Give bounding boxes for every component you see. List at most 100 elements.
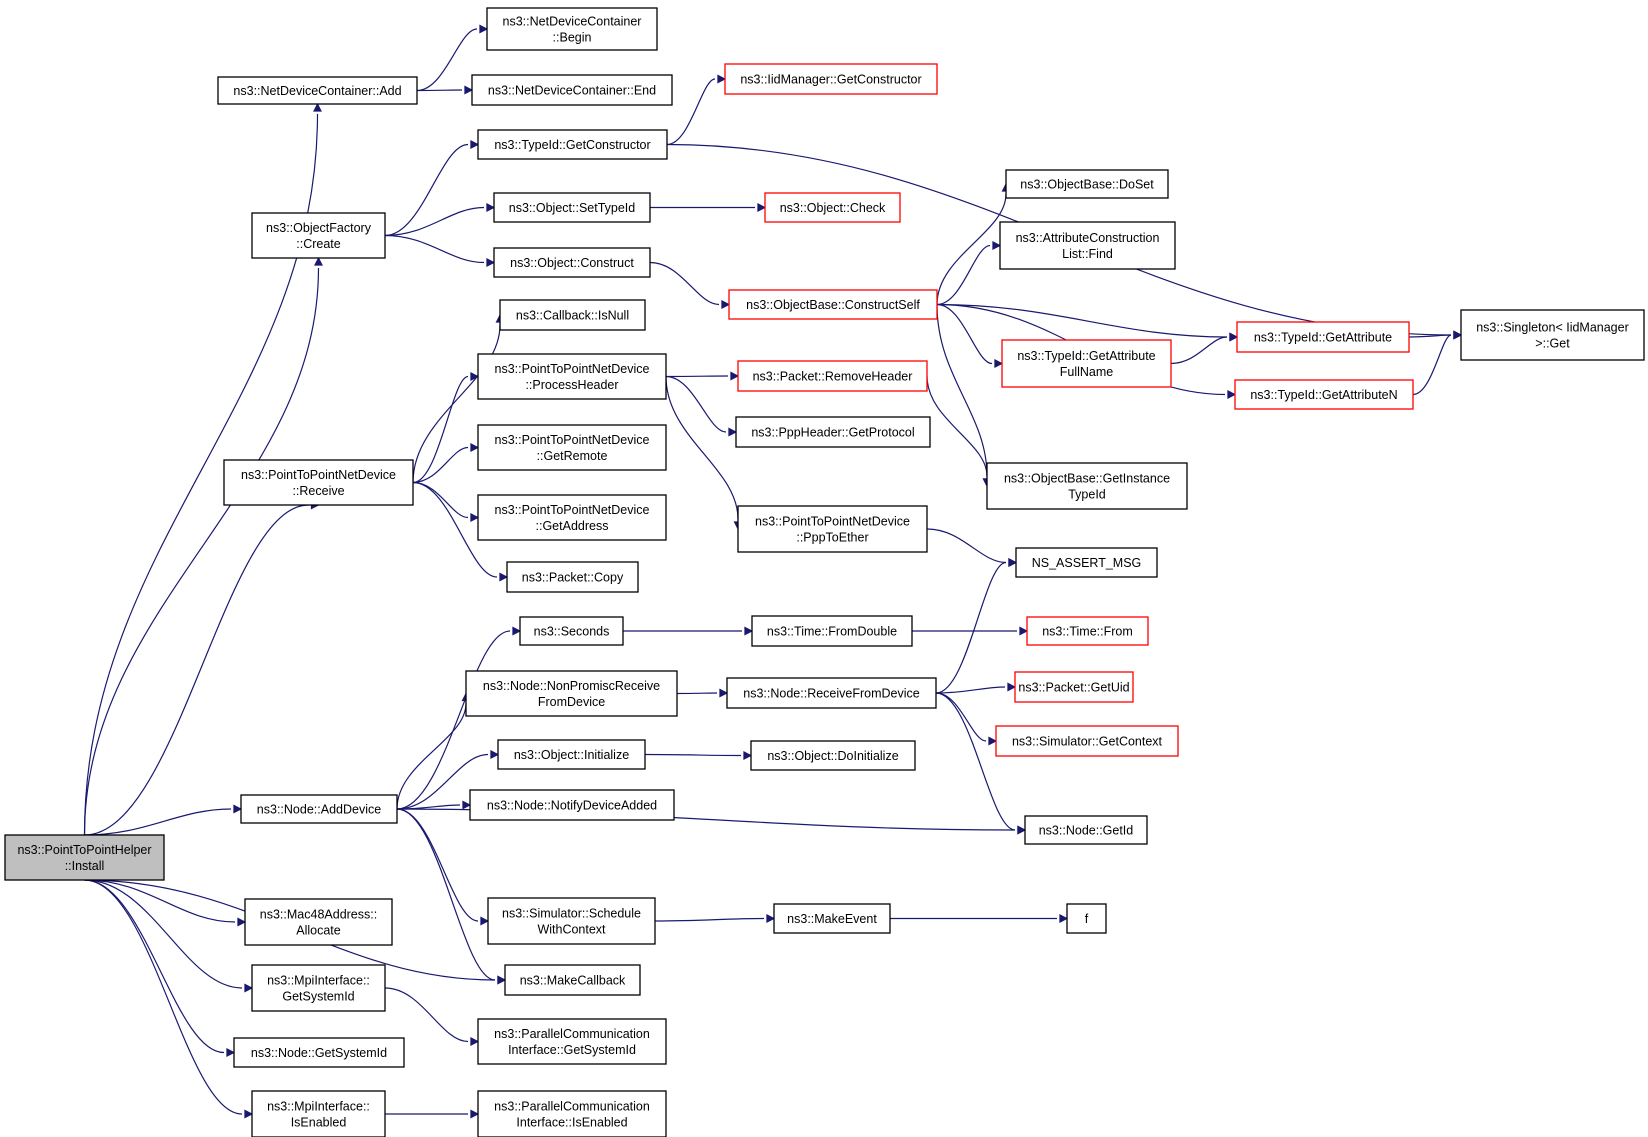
node-box-node_getsystemid (233, 1037, 405, 1068)
node-obj_construct[interactable]: ns3::Object::Construct (493, 247, 651, 278)
node-pci_getsystemid[interactable]: ns3::ParallelCommunicationInterface::Get… (477, 1018, 667, 1065)
edge-p2p_receive-to-p2p_processheader (412, 375, 469, 484)
node-mac48_allocate[interactable]: ns3::Mac48Address::Allocate (244, 898, 393, 946)
node-typeid_getctor[interactable]: ns3::TypeId::GetConstructor (477, 129, 668, 160)
node-singleton_get[interactable]: ns3::Singleton< IidManager>::Get (1460, 309, 1645, 361)
node-pci_isenabled[interactable]: ns3::ParallelCommunicationInterface::IsE… (477, 1090, 667, 1137)
node-sim_getcontext[interactable]: ns3::Simulator::GetContext (995, 725, 1179, 757)
node-box-of_create (251, 212, 386, 259)
arrowhead-mpi_isenabled-to-pci_isenabled (470, 1109, 480, 1119)
node-label-acl_find-0: ns3::AttributeConstruction (1016, 231, 1160, 245)
node-node_receivefromdevice[interactable]: ns3::Node::ReceiveFromDevice (726, 677, 937, 709)
node-p2p_processheader[interactable]: ns3::PointToPointNetDevice::ProcessHeade… (477, 353, 667, 400)
node-box-obj_construct (493, 247, 651, 278)
node-label-p2p_getaddress-0: ns3::PointToPointNetDevice (495, 503, 650, 517)
node-iid_getctor[interactable]: ns3::IidManager::GetConstructor (724, 63, 938, 95)
node-time_from[interactable]: ns3::Time::From (1026, 616, 1149, 646)
node-ndc_add[interactable]: ns3::NetDeviceContainer::Add (217, 76, 418, 105)
node-label-node_adddevice-0: ns3::Node::AddDevice (257, 803, 381, 817)
node-node_getsystemid[interactable]: ns3::Node::GetSystemId (233, 1037, 405, 1068)
node-node_notifydeviceadded[interactable]: ns3::Node::NotifyDeviceAdded (469, 789, 675, 821)
node-label-obj_settypeid-0: ns3::Object::SetTypeId (509, 201, 636, 215)
node-box-makecallback (504, 964, 641, 996)
node-label-node_getid-0: ns3::Node::GetId (1039, 824, 1134, 838)
arrowhead-install-to-node_adddevice (233, 804, 243, 814)
node-obj_doinitialize[interactable]: ns3::Object::DoInitialize (750, 740, 916, 771)
edge-node_nonpromisc-to-node_receivefromdevice (676, 692, 718, 695)
node-ns_assert_msg[interactable]: NS_ASSERT_MSG (1015, 547, 1158, 578)
edge-install-to-of_create (83, 267, 320, 836)
node-seconds[interactable]: ns3::Seconds (519, 616, 624, 646)
edge-obj_initialize-to-obj_doinitialize (644, 753, 742, 757)
edge-install-to-p2p_receive (84, 504, 309, 836)
node-ppp_getprotocol[interactable]: ns3::PppHeader::GetProtocol (735, 416, 931, 448)
node-of_create[interactable]: ns3::ObjectFactory::Create (251, 212, 386, 259)
node-obj_initialize[interactable]: ns3::Object::Initialize (497, 739, 646, 770)
node-makeevent[interactable]: ns3::MakeEvent (773, 903, 891, 934)
node-label-obj_construct-0: ns3::Object::Construct (510, 256, 634, 270)
node-pkt_removeheader[interactable]: ns3::Packet::RemoveHeader (737, 360, 928, 392)
arrowhead-install-to-mpi_isenabled (244, 1109, 254, 1119)
node-typeid_getattr[interactable]: ns3::TypeId::GetAttribute (1236, 321, 1410, 353)
node-label-p2p_ppptoether-1: ::PppToEther (796, 531, 868, 545)
node-label-node_nonpromisc-1: FromDevice (538, 695, 605, 709)
node-obj_settypeid[interactable]: ns3::Object::SetTypeId (493, 192, 651, 223)
node-label-f-0: f (1085, 912, 1089, 926)
node-time_fromdouble[interactable]: ns3::Time::FromDouble (751, 615, 913, 647)
node-box-pkt_removeheader (737, 360, 928, 392)
node-pkt_getuid[interactable]: ns3::Packet::GetUid (1014, 671, 1134, 703)
node-pkt_copy[interactable]: ns3::Packet::Copy (506, 561, 639, 593)
node-p2p_getaddress[interactable]: ns3::PointToPointNetDevice::GetAddress (477, 494, 667, 541)
node-label-ob_doset-0: ns3::ObjectBase::DoSet (1020, 178, 1154, 192)
node-ob_doset[interactable]: ns3::ObjectBase::DoSet (1005, 169, 1169, 199)
node-label-mac48_allocate-0: ns3::Mac48Address:: (260, 908, 377, 922)
node-box-ndc_begin (486, 7, 658, 51)
node-mpi_isenabled[interactable]: ns3::MpiInterface::IsEnabled (251, 1090, 386, 1137)
arrowhead-node_adddevice-to-node_notifydeviceadded (462, 800, 472, 810)
arrowhead-obj_construct-to-ob_constructself (721, 300, 731, 309)
node-cb_isnull[interactable]: ns3::Callback::IsNull (499, 299, 646, 331)
arrowhead-p2p_processheader-to-ppp_getprotocol (728, 427, 738, 437)
node-label-p2p_getaddress-1: ::GetAddress (536, 519, 609, 533)
node-label-sim_schedulewithcontext-1: WithContext (537, 923, 606, 937)
node-f[interactable]: f (1066, 903, 1107, 934)
node-obj_check[interactable]: ns3::Object::Check (764, 192, 901, 223)
node-p2p_receive[interactable]: ns3::PointToPointNetDevice::Receive (223, 459, 414, 506)
node-makecallback[interactable]: ns3::MakeCallback (504, 964, 641, 996)
node-ndc_end[interactable]: ns3::NetDeviceContainer::End (471, 74, 673, 106)
edge-install-to-mac48_allocate (84, 879, 236, 923)
node-box-ns_assert_msg (1015, 547, 1158, 578)
node-label-ndc_begin-1: ::Begin (553, 31, 592, 45)
node-p2p_getremote[interactable]: ns3::PointToPointNetDevice::GetRemote (477, 424, 667, 471)
node-ndc_begin[interactable]: ns3::NetDeviceContainer::Begin (486, 7, 658, 51)
node-node_getid[interactable]: ns3::Node::GetId (1024, 815, 1148, 845)
arrowhead-obj_initialize-to-obj_doinitialize (743, 751, 753, 760)
node-mpi_getsystemid[interactable]: ns3::MpiInterface::GetSystemId (251, 964, 386, 1012)
node-label-ndc_add-0: ns3::NetDeviceContainer::Add (233, 84, 401, 98)
arrowhead-node_adddevice-to-seconds (512, 626, 522, 636)
edge-node_receivefromdevice-to-ns_assert_msg (935, 561, 1007, 694)
node-label-ns_assert_msg-0: NS_ASSERT_MSG (1032, 556, 1142, 570)
edge-node_adddevice-to-node_nonpromisc (396, 703, 467, 810)
arrowhead-ob_constructself-to-acl_find (992, 241, 1002, 250)
edge-typeid_getattrn-to-singleton_get (1412, 334, 1452, 396)
arrowhead-node_receivefromdevice-to-node_getid (1017, 825, 1027, 835)
node-install[interactable]: ns3::PointToPointHelper::Install (4, 834, 165, 881)
node-label-p2p_processheader-1: ::ProcessHeader (525, 378, 618, 392)
node-box-time_fromdouble (751, 615, 913, 647)
node-typeid_getattrn[interactable]: ns3::TypeId::GetAttributeN (1234, 379, 1414, 410)
node-p2p_ppptoether[interactable]: ns3::PointToPointNetDevice::PppToEther (737, 505, 928, 553)
edge-of_create-to-obj_settypeid (384, 206, 485, 237)
node-label-install-1: ::Install (65, 859, 105, 873)
node-ob_constructself[interactable]: ns3::ObjectBase::ConstructSelf (728, 289, 938, 320)
node-node_adddevice[interactable]: ns3::Node::AddDevice (240, 794, 398, 824)
edge-node_adddevice-to-sim_schedulewithcontext (396, 808, 479, 922)
node-box-time_from (1026, 616, 1149, 646)
node-box-node_adddevice (240, 794, 398, 824)
